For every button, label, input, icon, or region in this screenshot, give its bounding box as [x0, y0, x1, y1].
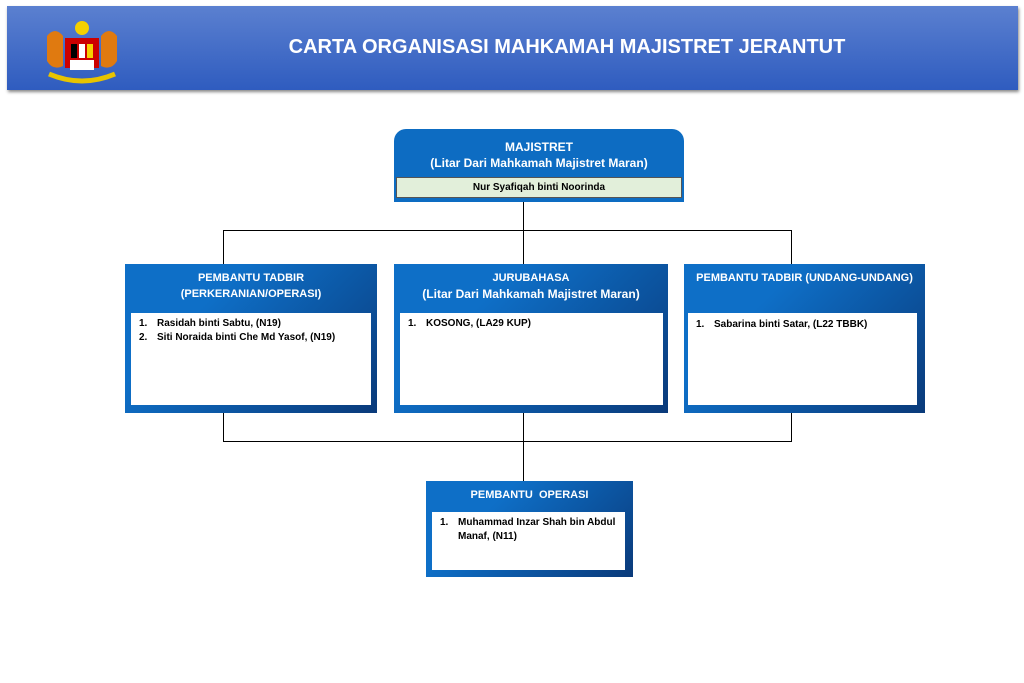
header-banner: CARTA ORGANISASI MAHKAMAH MAJISTRET JERA… [7, 6, 1018, 90]
list-item: 1.Muhammad Inzar Shah bin Abdul Manaf, (… [440, 517, 616, 542]
pembantu-operasi-box: PEMBANTU OPERASI 1.Muhammad Inzar Shah b… [426, 481, 633, 577]
box-title: JURUBAHASA [492, 272, 570, 284]
list-item: 1.Sabarina binti Satar, (L22 TBBK) [696, 319, 868, 330]
page-title: CARTA ORGANISASI MAHKAMAH MAJISTRET JERA… [288, 36, 846, 58]
list-item: 1.Rasidah binti Sabtu, (N19) [139, 318, 281, 329]
majistret-box: MAJISTRET (Litar Dari Mahkamah Majistret … [394, 129, 684, 202]
box-title: MAJISTRET [504, 140, 573, 154]
box-subtitle: (Litar Dari Mahkamah Majistret Maran) [430, 156, 648, 170]
box-title: PEMBANTU TADBIR [197, 272, 305, 284]
box-subtitle: (PERKERANIAN/OPERASI) [180, 288, 322, 300]
pembantu-tadbir-undang-box: PEMBANTU TADBIR (UNDANG-UNDANG) 1.Sabari… [684, 264, 925, 413]
list-item: 2.Siti Noraida binti Che Md Yasof, (N19) [139, 332, 336, 343]
jurubahasa-box: JURUBAHASA (Litar Dari Mahkamah Majistret… [394, 264, 668, 413]
list-item: 1.KOSONG, (LA29 KUP) [408, 318, 532, 329]
box-title: PEMBANTU TADBIR (UNDANG-UNDANG) [696, 272, 913, 284]
coat-of-arms-logo [47, 21, 117, 84]
pembantu-tadbir-perkeranian-box: PEMBANTU TADBIR (PERKERANIAN/OPERASI) 1.R… [125, 264, 377, 413]
box-subtitle: (Litar Dari Mahkamah Majistret Maran) [422, 287, 640, 301]
majistret-name: Nur Syafiqah binti Noorinda [396, 177, 682, 198]
box-title: PEMBANTU OPERASI [470, 489, 589, 501]
